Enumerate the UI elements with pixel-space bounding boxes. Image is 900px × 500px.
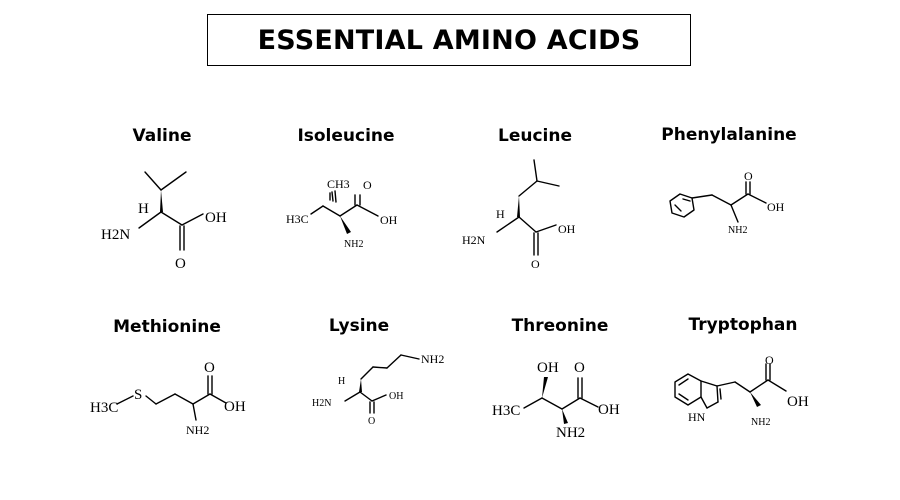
label-oh: OH (558, 222, 576, 236)
label-s: S (134, 387, 142, 403)
name-valine: Valine (132, 126, 192, 146)
label-h: H (496, 207, 505, 221)
label-h3c: H3C (90, 400, 118, 416)
name-methionine: Methionine (113, 317, 221, 337)
title-box: ESSENTIAL AMINO ACIDS (207, 14, 691, 66)
name-tryptophan: Tryptophan (688, 315, 798, 335)
label-o: O (531, 257, 540, 271)
label-h3c: H3C (492, 403, 520, 419)
label-nh2: NH2 (186, 423, 209, 437)
page-title: ESSENTIAL AMINO ACIDS (257, 24, 641, 56)
label-o: O (765, 353, 774, 367)
label-h3c: H3C (286, 212, 309, 226)
name-lysine: Lysine (328, 316, 390, 336)
label-o: O (363, 178, 372, 192)
label-nh2: NH2 (421, 352, 444, 366)
label-oh-top: OH (537, 360, 559, 376)
label-ch3: CH3 (327, 177, 350, 191)
label-h2n: H2N (312, 398, 331, 409)
label-oh: OH (389, 391, 403, 402)
label-nh2: NH2 (344, 239, 363, 250)
label-nh2: NH2 (751, 417, 770, 428)
label-hn: HN (688, 410, 706, 424)
label-o: O (574, 360, 585, 376)
label-oh: OH (787, 394, 809, 410)
label-h: H (338, 376, 345, 387)
label-o: O (204, 360, 215, 376)
label-o: O (368, 416, 375, 427)
label-oh: OH (767, 200, 785, 214)
label-h: H (138, 201, 149, 217)
label-h2n: H2N (462, 233, 486, 247)
name-phenylalanine: Phenylalanine (661, 125, 797, 145)
label-oh: OH (380, 213, 398, 227)
label-oh: OH (598, 402, 620, 418)
name-isoleucine: Isoleucine (297, 126, 395, 146)
label-nh2: NH2 (728, 225, 747, 236)
label-o: O (175, 256, 186, 272)
name-threonine: Threonine (511, 316, 609, 336)
label-oh: OH (224, 399, 246, 415)
name-leucine: Leucine (497, 126, 573, 146)
label-oh: OH (205, 210, 227, 226)
label-h2n: H2N (101, 227, 130, 243)
label-nh2: NH2 (556, 425, 585, 441)
label-o: O (744, 169, 753, 183)
